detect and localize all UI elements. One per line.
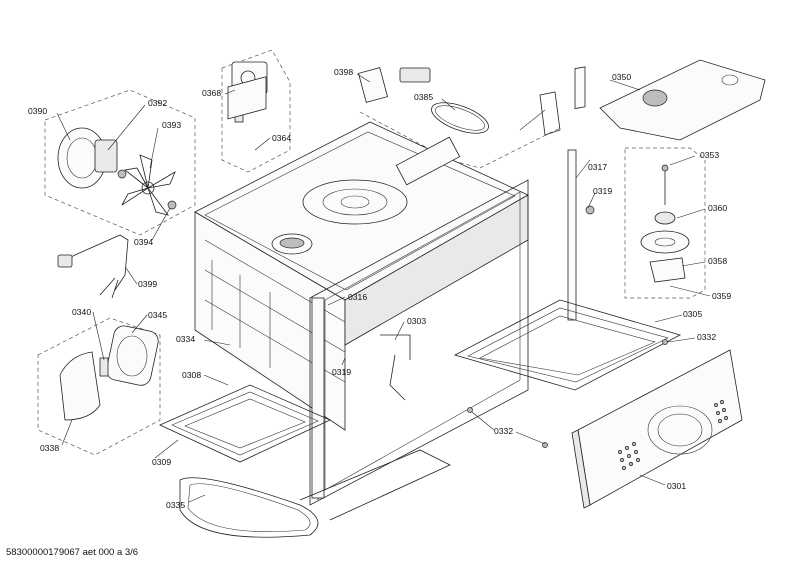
callout-0332-right: 0332 bbox=[697, 332, 716, 342]
document-code: 58300000179067 aet 000 a 3/6 bbox=[6, 547, 139, 558]
hinge-parts bbox=[599, 59, 766, 283]
oven-cabinet bbox=[194, 121, 529, 506]
grill-element bbox=[380, 334, 411, 401]
fan-wheel bbox=[121, 154, 177, 216]
heating-element-lower bbox=[159, 384, 331, 463]
heating-element-upper bbox=[453, 299, 682, 391]
callout-0332-bottom: 0332 bbox=[494, 426, 513, 436]
group-frame-lamp bbox=[37, 317, 161, 456]
callout-0392: 0392 bbox=[148, 98, 167, 108]
group-frame-top bbox=[359, 111, 561, 169]
callout-0340: 0340 bbox=[72, 307, 91, 317]
callout-0393: 0393 bbox=[162, 120, 181, 130]
callout-0359: 0359 bbox=[712, 291, 731, 301]
callout-0316: 0316 bbox=[348, 292, 367, 302]
callout-0390: 0390 bbox=[28, 106, 47, 116]
callout-0309: 0309 bbox=[152, 457, 171, 467]
group-frame-thermostat bbox=[221, 49, 291, 173]
callout-0305: 0305 bbox=[683, 309, 702, 319]
group-frame-hinge bbox=[624, 147, 706, 299]
callout-0319-lower: 0319 bbox=[332, 367, 351, 377]
callout-0358: 0358 bbox=[708, 256, 727, 266]
callout-0317: 0317 bbox=[588, 162, 607, 172]
thermostat bbox=[227, 61, 268, 123]
back-panel bbox=[571, 349, 743, 509]
callout-0308: 0308 bbox=[182, 370, 201, 380]
power-cable bbox=[57, 234, 129, 299]
callout-0353: 0353 bbox=[700, 150, 719, 160]
callout-0319-upper: 0319 bbox=[593, 186, 612, 196]
group-frame-fan bbox=[44, 89, 196, 236]
callout-0345: 0345 bbox=[148, 310, 167, 320]
callout-0338: 0338 bbox=[40, 443, 59, 453]
callout-0399: 0399 bbox=[138, 279, 157, 289]
callout-0394: 0394 bbox=[134, 237, 153, 247]
callout-0368: 0368 bbox=[202, 88, 221, 98]
bottom-seal bbox=[179, 449, 451, 538]
top-cover-parts bbox=[358, 67, 561, 136]
callout-0334: 0334 bbox=[176, 334, 195, 344]
callout-0398: 0398 bbox=[334, 67, 353, 77]
callout-0335: 0335 bbox=[166, 500, 185, 510]
callout-0360: 0360 bbox=[708, 203, 727, 213]
leader-lines bbox=[56, 73, 711, 503]
lamp-assembly bbox=[59, 325, 159, 421]
callout-0301: 0301 bbox=[667, 481, 686, 491]
callout-0303: 0303 bbox=[407, 316, 426, 326]
callout-0385: 0385 bbox=[414, 92, 433, 102]
callout-0350: 0350 bbox=[612, 72, 631, 82]
callout-0364: 0364 bbox=[272, 133, 291, 143]
fan-motor bbox=[57, 127, 127, 189]
callout-labels: 0390 0392 0393 0394 0368 0364 0398 0385 … bbox=[28, 67, 731, 510]
